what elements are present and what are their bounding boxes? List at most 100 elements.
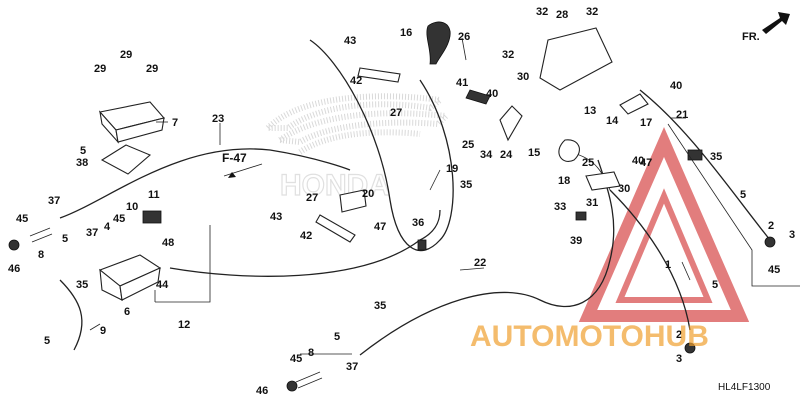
spring-8 [29, 227, 53, 243]
callout-24: 24 [500, 149, 513, 161]
watermark-triangle-logo [578, 127, 750, 322]
watermark-brand-text: HONDA [280, 169, 390, 202]
callout-23: 23 [212, 113, 224, 125]
diagram-code: HL4LF1300 [718, 382, 771, 393]
callout-45d: 45 [768, 264, 780, 276]
callout-30a: 30 [517, 71, 529, 83]
callout-40b: 40 [670, 80, 682, 92]
callout-46b: 46 [256, 385, 268, 397]
callout-8b: 8 [308, 347, 314, 359]
callout-37c: 37 [346, 361, 358, 373]
callout-29c: 29 [146, 63, 158, 75]
arrow-icon [762, 12, 790, 34]
callout-17: 17 [640, 117, 652, 129]
spring-42 [315, 214, 356, 243]
callout-5d: 5 [334, 331, 340, 343]
callout-26: 26 [458, 31, 470, 43]
nut-46 [8, 239, 20, 251]
callout-40a: 40 [486, 88, 498, 100]
callout-42a: 42 [350, 75, 362, 87]
callout-42b: 42 [300, 230, 312, 242]
callout-47a: 47 [374, 221, 386, 233]
callout-12: 12 [178, 319, 190, 331]
nut-46b [286, 380, 298, 392]
callout-29a: 29 [120, 49, 132, 61]
nut-3 [764, 236, 776, 248]
cable-9 [59, 279, 83, 351]
callout-32a: 32 [536, 6, 548, 18]
callout-39: 39 [570, 235, 582, 247]
watermark-logo-text: AUTOMOTOHUB [470, 320, 709, 353]
callout-32c: 32 [502, 49, 514, 61]
callout-48: 48 [162, 237, 174, 249]
callout-43b: 43 [270, 211, 282, 223]
callout-13: 13 [584, 105, 596, 117]
reference-label: F-47 [222, 151, 247, 165]
callout-1: 1 [665, 259, 671, 271]
callout-5b: 5 [62, 233, 68, 245]
callout-29b: 29 [94, 63, 106, 75]
callout-5e: 5 [740, 189, 746, 201]
callout-41: 41 [456, 77, 468, 89]
callout-3b: 3 [676, 353, 682, 365]
callout-2: 2 [768, 220, 774, 232]
callout-40c: 40 [632, 155, 644, 167]
reference-arrow-icon [228, 172, 236, 178]
bolt-36 [417, 239, 427, 251]
callout-4: 4 [104, 221, 111, 233]
callout-2b: 2 [676, 329, 682, 341]
holder-18 [585, 171, 621, 191]
knob-16 [426, 21, 451, 65]
callout-30b: 30 [618, 183, 630, 195]
callout-27b: 27 [306, 192, 318, 204]
callout-45c: 45 [290, 353, 302, 365]
callout-11: 11 [148, 189, 160, 201]
housing-6 [98, 254, 162, 301]
callout-21: 21 [676, 109, 688, 121]
callout-35d: 35 [710, 151, 722, 163]
reference-f47: F-47 [222, 151, 263, 178]
cable-1 [609, 189, 691, 331]
callout-33: 33 [554, 201, 566, 213]
clip-35 [687, 149, 703, 161]
callout-44: 44 [156, 279, 169, 291]
callout-31: 31 [586, 197, 598, 209]
callout-35c: 35 [374, 300, 386, 312]
nut-3b [684, 342, 696, 354]
switch-11 [142, 210, 162, 224]
rod-41 [357, 67, 401, 83]
bracket-17 [619, 93, 649, 115]
callout-46a: 46 [8, 263, 20, 275]
bracket-28 [539, 27, 613, 91]
callout-10: 10 [126, 201, 138, 213]
callouts: 1 2 2 3 3 4 5 5 5 5 5 5 6 7 8 8 9 10 11 … [8, 6, 795, 397]
callout-7: 7 [172, 117, 178, 129]
callout-20: 20 [362, 188, 374, 200]
callout-18: 18 [558, 175, 570, 187]
callout-36: 36 [412, 217, 424, 229]
frame-line [667, 123, 800, 287]
callout-16: 16 [400, 27, 412, 39]
callout-27a: 27 [390, 107, 402, 119]
leader-lines [89, 37, 691, 355]
callout-19: 19 [446, 163, 458, 175]
front-direction-arrow: FR. [742, 12, 790, 43]
callout-34: 34 [480, 149, 493, 161]
clip-33 [575, 211, 587, 221]
handle-15 [558, 139, 580, 162]
callout-47b: 47 [640, 157, 652, 169]
cable-21 [639, 89, 771, 241]
clip-40 [465, 89, 491, 105]
callout-6: 6 [124, 306, 130, 318]
cable-23 [59, 148, 351, 219]
control-unit-7 [98, 101, 166, 144]
cable-22 [359, 159, 615, 356]
callout-14: 14 [606, 115, 619, 127]
joint-20 [339, 189, 367, 213]
callout-5c: 5 [44, 335, 50, 347]
callout-32b: 32 [586, 6, 598, 18]
callout-45a: 45 [16, 213, 28, 225]
callout-15: 15 [528, 147, 540, 159]
callout-38: 38 [76, 157, 88, 169]
